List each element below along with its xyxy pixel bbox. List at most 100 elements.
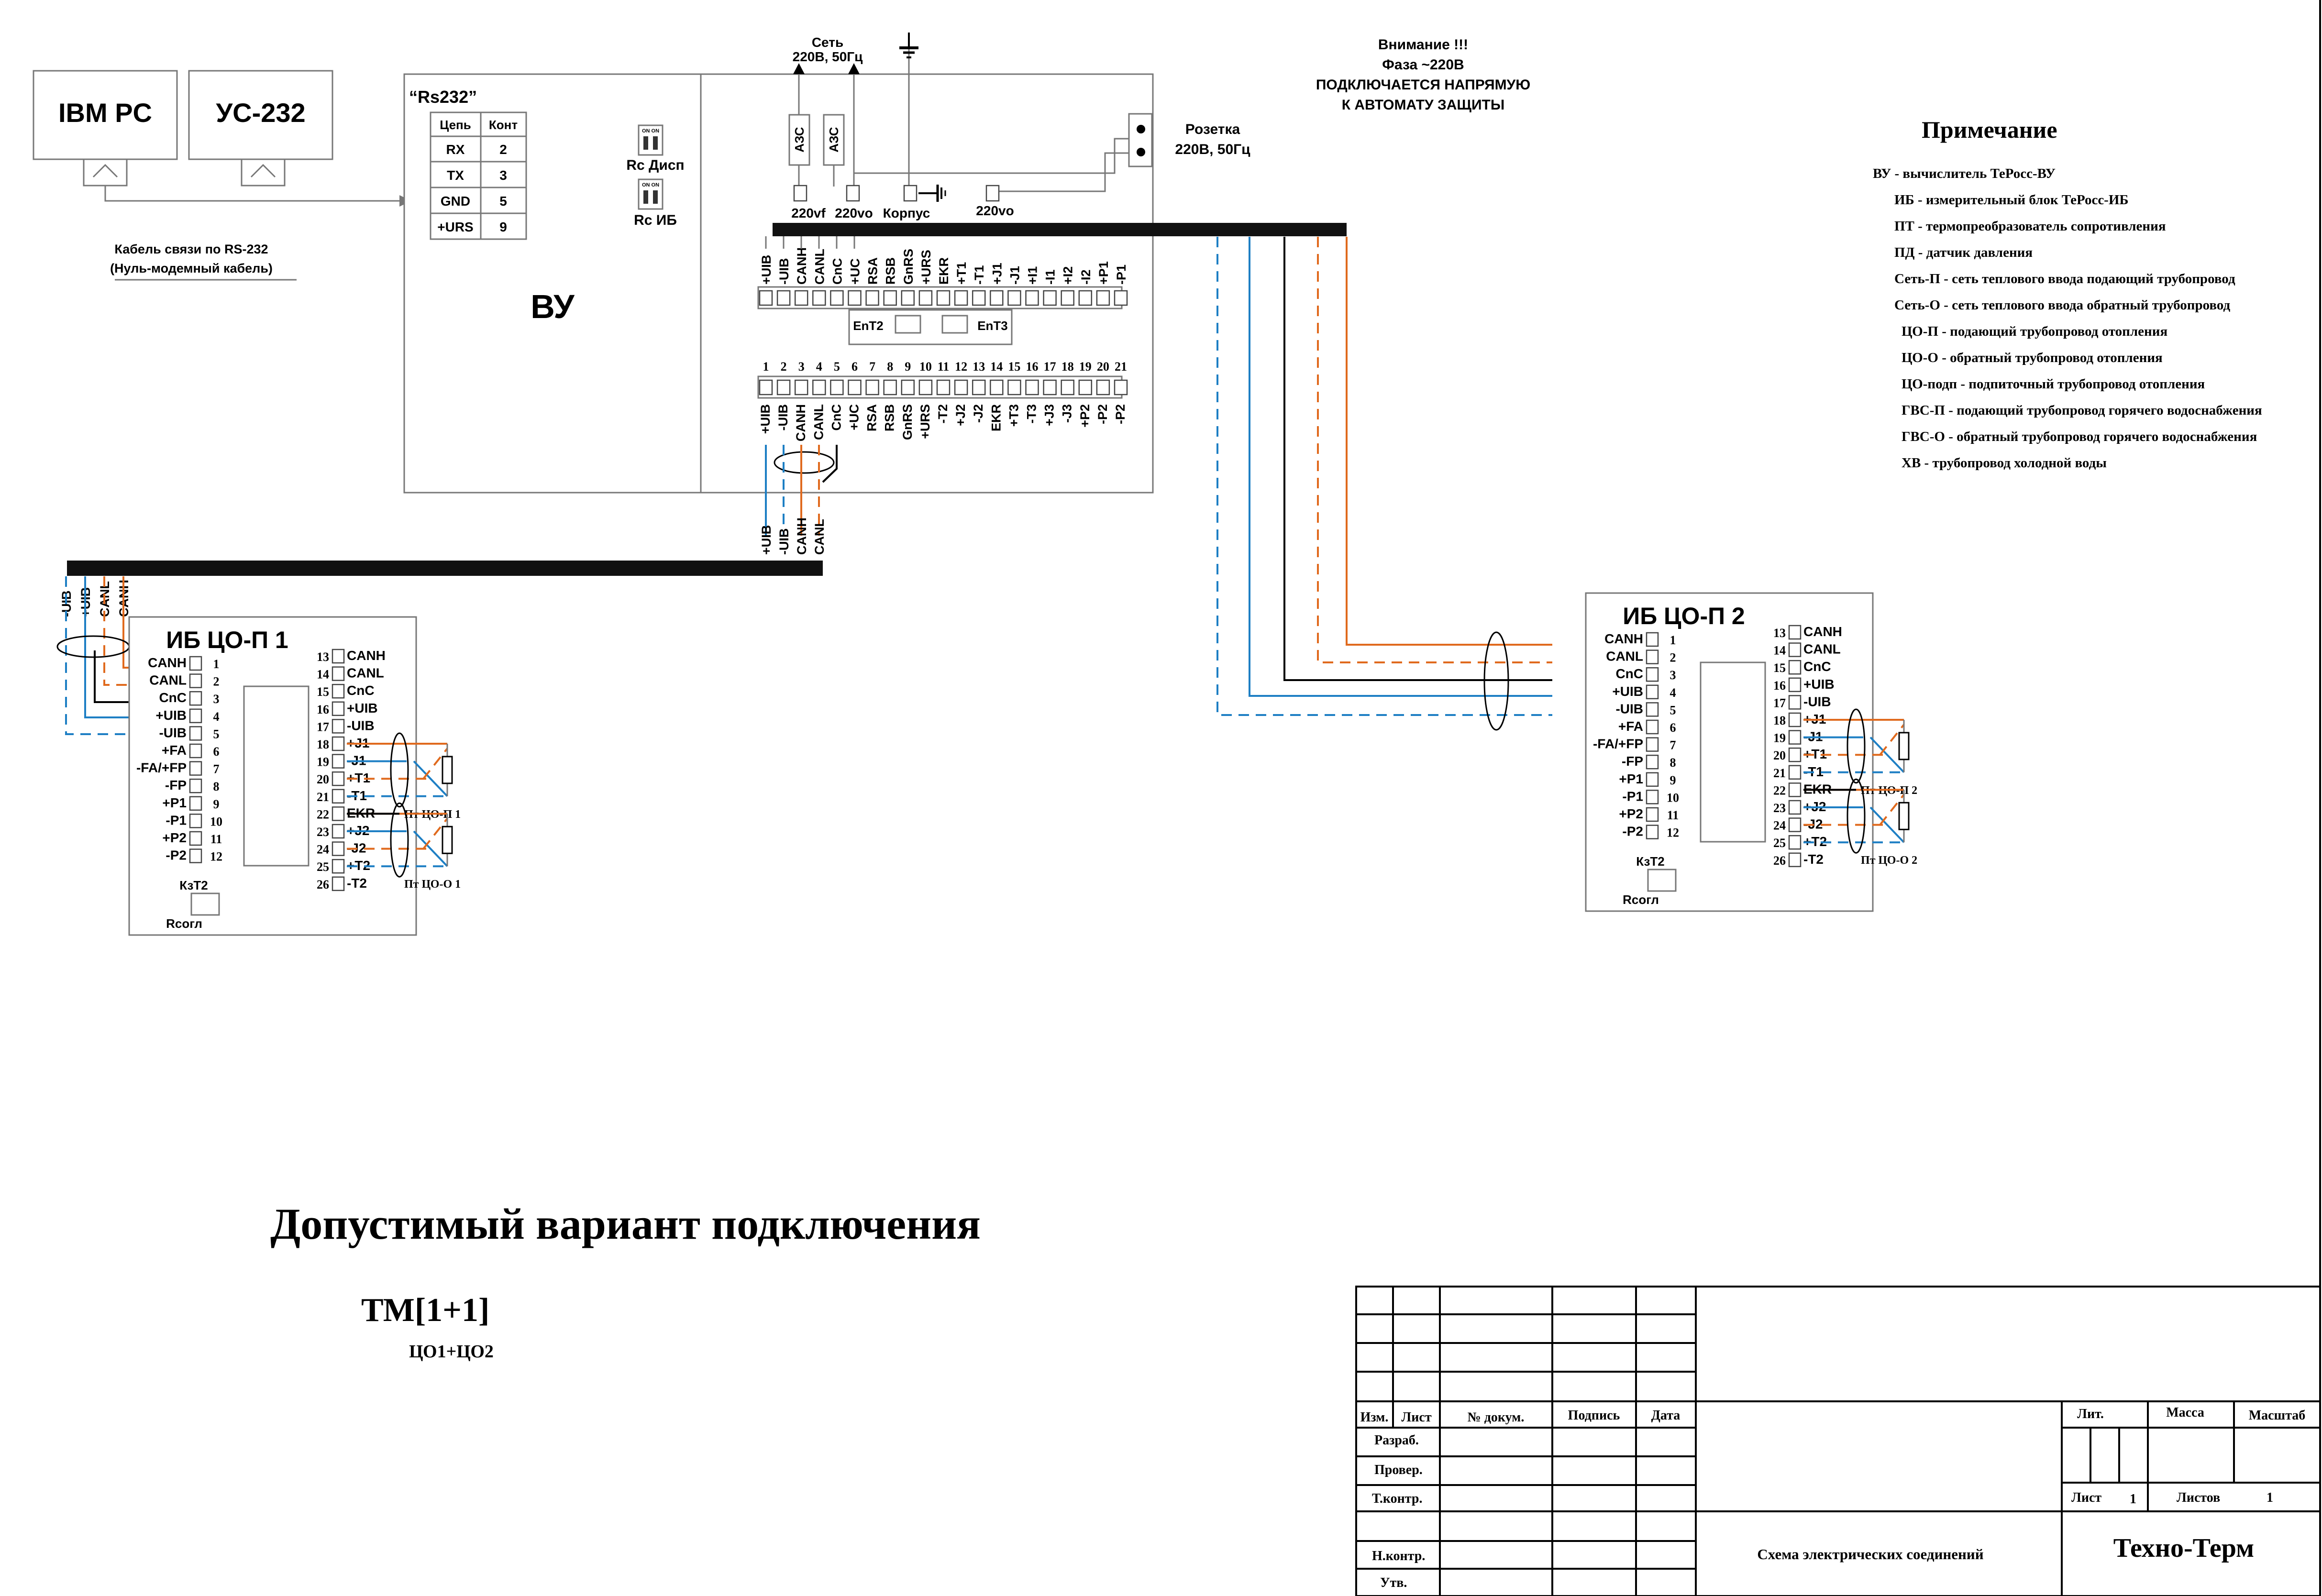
ent3-label: EnT3 [977,319,1008,333]
terminal [1646,737,1659,752]
terminal [1788,765,1802,780]
note-item: ЦО-О - обратный трубопровод отопления [1902,350,2163,365]
rs232-cell: 9 [499,220,507,234]
ib-right-label: CnC [1803,659,1831,674]
ib-right-label: -T2 [347,876,367,891]
rs232-cell: 5 [499,194,507,209]
sensor-label: Пт ЦО-О 1 [404,878,461,891]
terminal [848,290,862,306]
ib-left-num: 3 [213,692,220,706]
terminal-220vo-2: 220vo [976,203,1014,218]
rs232-table [430,111,527,240]
terminal-number: 4 [816,360,822,374]
terminal [1025,290,1039,306]
terminal [865,290,879,306]
terminal-number: 16 [1026,360,1039,374]
ib-left-num: 9 [213,797,220,811]
ground-icon [899,33,918,58]
cable-bundle [1847,778,1866,854]
ib-left-num: 6 [1670,721,1676,735]
ib-left-label: -P1 [166,813,187,827]
ib-right-num: 13 [1773,626,1786,640]
note-item: ЦО-подп - подпиточный трубопровод отопле… [1902,376,2205,392]
wire-minus-uib [1216,237,1552,716]
us232-label: УС-232 [216,98,305,128]
ib-left-num: 2 [213,675,220,689]
ib-left-label: -FP [1622,754,1643,769]
vu-label: ВУ [531,288,575,325]
wire-canh [1346,237,1552,646]
terminal [332,859,345,874]
ib-right-num: 17 [1773,696,1786,710]
terminal [830,379,844,396]
terminal [1646,807,1659,822]
terminal-label: +T1 [954,262,969,285]
dip-switch-icon [941,315,968,334]
ib-left-label: CnC [159,690,187,705]
terminal [990,379,1004,396]
ib-right-label: CANH [1803,624,1842,639]
ib-right-num: 23 [1773,801,1786,815]
terminal [1025,379,1039,396]
cable-note-2: (Нуль-модемный кабель) [110,261,273,275]
note-item: ВУ - вычислитель ТеРосс-ВУ [1873,166,2056,181]
terminal [1061,290,1074,306]
terminal-label: -J3 [1060,404,1074,423]
thermo-sensor-icon [1898,802,1910,830]
note-item: ИБ - измерительный блок ТеРосс-ИБ [1894,192,2129,208]
ib-right-num: 24 [317,843,329,857]
terminal-label: -I2 [1079,269,1093,285]
title-block [1355,1286,2321,1596]
terminal-label: +J1 [990,263,1004,285]
terminal [1788,852,1802,868]
ib-left-num: 11 [1667,808,1679,822]
terminal-label: +P1 [1096,261,1111,285]
rc-ib-label: Rc ИБ [634,212,677,228]
dip-switch-icon [638,178,663,210]
ib-left-num: 4 [1670,686,1676,700]
terminal [1007,379,1021,396]
thermo-sensor-icon [442,756,453,784]
terminal [901,290,915,306]
ib-right-label: -T2 [1803,852,1824,867]
stamp-sheets-no: 1 [2267,1490,2273,1505]
ib-right-num: 26 [317,878,329,892]
sensor-wire [422,818,448,849]
sensor-wire [1879,724,1905,756]
terminal [1788,642,1802,657]
dip-switch-icon [895,315,921,334]
terminal [189,761,202,776]
ib-left-label: CANH [1604,631,1643,646]
terminal [332,806,345,821]
terminal-label: +URS [918,404,932,439]
terminal-label: -T3 [1025,404,1039,424]
ib-right-num: 16 [317,703,329,716]
terminal [189,708,202,724]
terminal [332,771,345,786]
ib-left-num: 2 [1670,651,1676,665]
ib-right-num: 14 [1773,644,1786,658]
terminal [794,379,808,396]
ib-right-num: 19 [317,755,329,769]
terminal-label: GnRS [900,404,915,440]
terminal-label: +UC [848,258,862,285]
socket-label-2: 220В, 50Гц [1175,142,1250,157]
terminal-label: RSA [865,404,879,431]
rs232-header-1: Цепь [440,118,471,132]
terminal-number: 15 [1008,360,1020,374]
terminal-label: -P1 [1114,264,1128,285]
terminal [189,831,202,846]
terminal-number: 18 [1061,360,1074,374]
terminal [1646,684,1659,700]
stamp-row: Т.контр. [1372,1491,1422,1506]
terminal [332,789,345,804]
terminal [332,876,345,892]
dip-switch-icon [653,136,658,150]
terminal-label: -UIB [776,404,790,431]
wire-minus-uib [65,576,158,735]
us232-port [241,158,286,187]
ent-box [848,309,1013,345]
cable-bundle [774,451,835,474]
ib-left-label: -UIB [159,725,187,740]
